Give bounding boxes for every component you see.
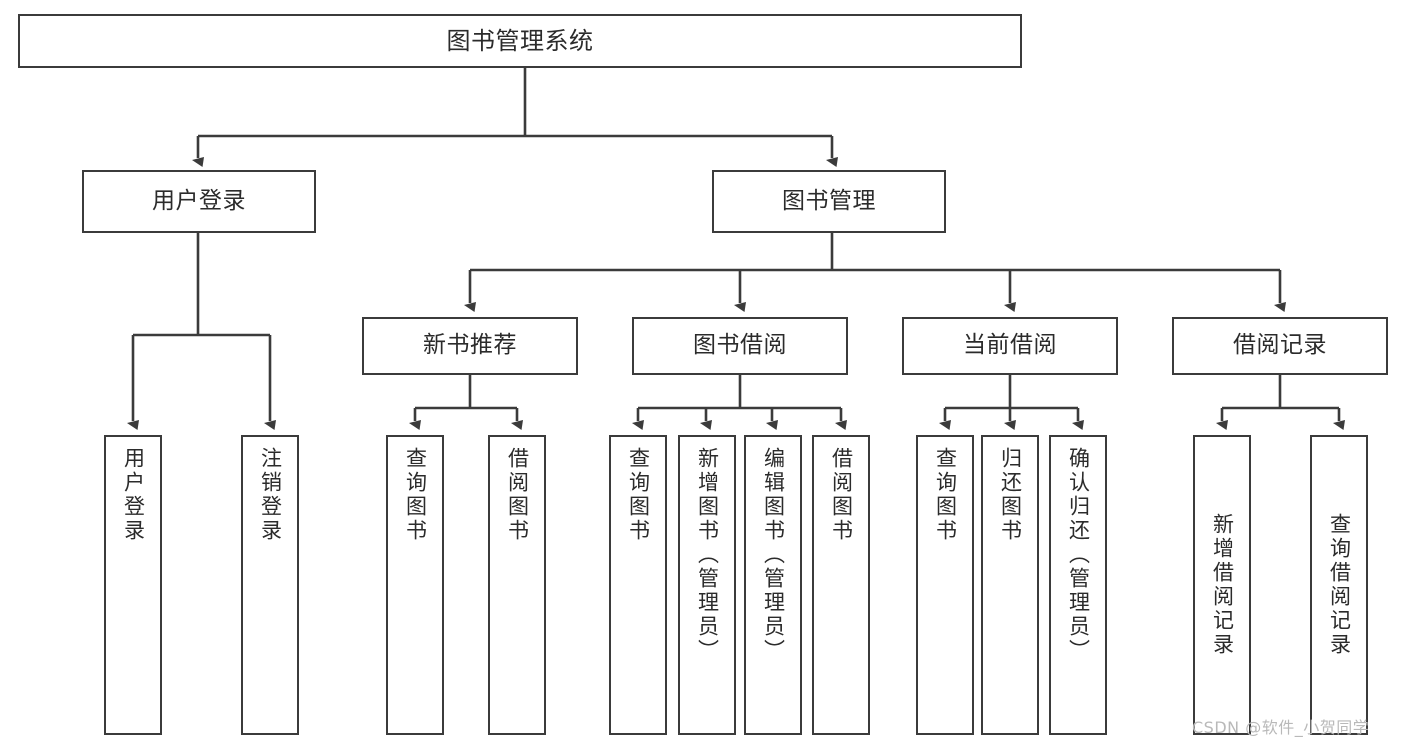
leaf-confirm-return[interactable]: 确认归还（管理员） (1049, 435, 1107, 735)
node-user-login[interactable]: 用户登录 (82, 170, 316, 233)
node-root[interactable]: 图书管理系统 (18, 14, 1022, 68)
leaf-user-logout[interactable]: 注销登录 (241, 435, 299, 735)
leaf-query-book-1-label: 查询图书 (403, 447, 428, 543)
leaf-add-book[interactable]: 新增图书（管理员） (678, 435, 736, 735)
leaf-confirm-return-label: 确认归还（管理员） (1066, 447, 1091, 663)
leaf-borrow-book-2-label: 借阅图书 (829, 447, 854, 543)
node-user-login-label: 用户登录 (152, 187, 246, 214)
node-current-borrow[interactable]: 当前借阅 (902, 317, 1118, 375)
leaf-query-book-2-label: 查询图书 (626, 447, 651, 543)
leaf-user-login-label: 用户登录 (121, 447, 146, 543)
csdn-watermark: CSDN @软件_小贺同学 (1192, 718, 1370, 737)
node-current-borrow-label: 当前借阅 (963, 332, 1057, 359)
node-book-manage-label: 图书管理 (782, 187, 876, 214)
node-new-book-recommend-label: 新书推荐 (423, 332, 517, 359)
leaf-add-book-label: 新增图书（管理员） (695, 447, 720, 663)
leaf-query-record[interactable]: 查询借阅记录 (1310, 435, 1368, 735)
leaf-query-book-1[interactable]: 查询图书 (386, 435, 444, 735)
leaf-borrow-book-1-label: 借阅图书 (505, 447, 530, 543)
leaf-query-record-label: 查询借阅记录 (1327, 513, 1352, 657)
leaf-edit-book[interactable]: 编辑图书（管理员） (744, 435, 802, 735)
leaf-add-record-label: 新增借阅记录 (1210, 513, 1235, 657)
leaf-borrow-book-2[interactable]: 借阅图书 (812, 435, 870, 735)
leaf-return-book-label: 归还图书 (998, 447, 1023, 543)
leaf-edit-book-label: 编辑图书（管理员） (761, 447, 786, 663)
node-borrow-record[interactable]: 借阅记录 (1172, 317, 1388, 375)
leaf-add-record[interactable]: 新增借阅记录 (1193, 435, 1251, 735)
node-book-borrow[interactable]: 图书借阅 (632, 317, 848, 375)
leaf-user-login[interactable]: 用户登录 (104, 435, 162, 735)
node-book-manage[interactable]: 图书管理 (712, 170, 946, 233)
node-book-borrow-label: 图书借阅 (693, 332, 787, 359)
leaf-query-book-2[interactable]: 查询图书 (609, 435, 667, 735)
leaf-return-book[interactable]: 归还图书 (981, 435, 1039, 735)
leaf-borrow-book-1[interactable]: 借阅图书 (488, 435, 546, 735)
leaf-user-logout-label: 注销登录 (258, 447, 283, 543)
leaf-query-book-3-label: 查询图书 (933, 447, 958, 543)
leaf-query-book-3[interactable]: 查询图书 (916, 435, 974, 735)
node-root-label: 图书管理系统 (446, 26, 594, 55)
node-borrow-record-label: 借阅记录 (1233, 332, 1327, 359)
node-new-book-recommend[interactable]: 新书推荐 (362, 317, 578, 375)
